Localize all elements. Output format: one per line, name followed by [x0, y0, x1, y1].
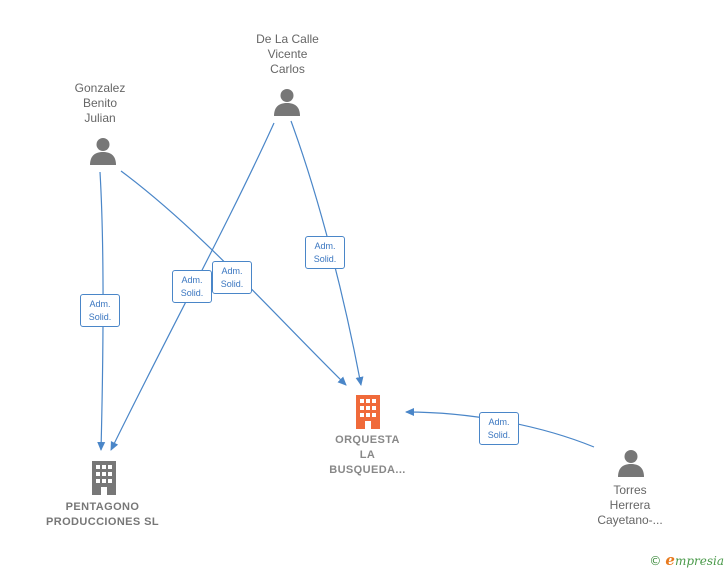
relation-role-type: Solid. [180, 288, 204, 298]
brand-initial: e [665, 551, 675, 569]
relation-role-type: Solid. [487, 430, 511, 440]
relation-role: Adm. [181, 275, 203, 285]
person-icon[interactable] [272, 87, 302, 122]
building-icon[interactable] [352, 393, 384, 434]
relation-badge-torres-orquesta[interactable]: Adm. Solid. [479, 412, 519, 445]
relation-role: Adm. [314, 241, 336, 251]
relation-edge-gonzalez-pentagono [97, 171, 106, 451]
relation-role-type: Solid. [220, 279, 244, 289]
relation-badge-gonzalez-pentagono[interactable]: Adm. Solid. [80, 294, 120, 327]
relation-badge-delacalle-orquesta[interactable]: Adm. Solid. [305, 236, 345, 269]
relation-role: Adm. [221, 266, 243, 276]
person-name-torres[interactable]: Torres Herrera Cayetano-... [597, 483, 663, 527]
relation-role-type: Solid. [313, 254, 337, 264]
brand-name: mpresia [674, 554, 724, 568]
person-name-gonzalez[interactable]: Gonzalez Benito Julian [74, 81, 126, 125]
company-name-pentagono[interactable]: PENTAGONO PRODUCCIONES SL [46, 501, 159, 528]
copyright-symbol: © [649, 554, 662, 568]
relation-role: Adm. [488, 417, 510, 427]
person-icon[interactable] [616, 448, 646, 483]
empresia-logo[interactable]: ©empresia [649, 551, 724, 569]
relation-role-type: Solid. [88, 312, 112, 322]
building-icon[interactable] [88, 459, 120, 500]
relation-role: Adm. [89, 299, 111, 309]
relation-badge-gonzalez-orquesta[interactable]: Adm. Solid. [212, 261, 252, 294]
person-name-delacalle[interactable]: De La Calle Vicente Carlos [256, 32, 319, 76]
company-name-orquesta[interactable]: ORQUESTA LA BUSQUEDA... [329, 434, 406, 476]
relation-badge-delacalle-pentagono[interactable]: Adm. Solid. [172, 270, 212, 303]
person-icon[interactable] [88, 136, 118, 171]
